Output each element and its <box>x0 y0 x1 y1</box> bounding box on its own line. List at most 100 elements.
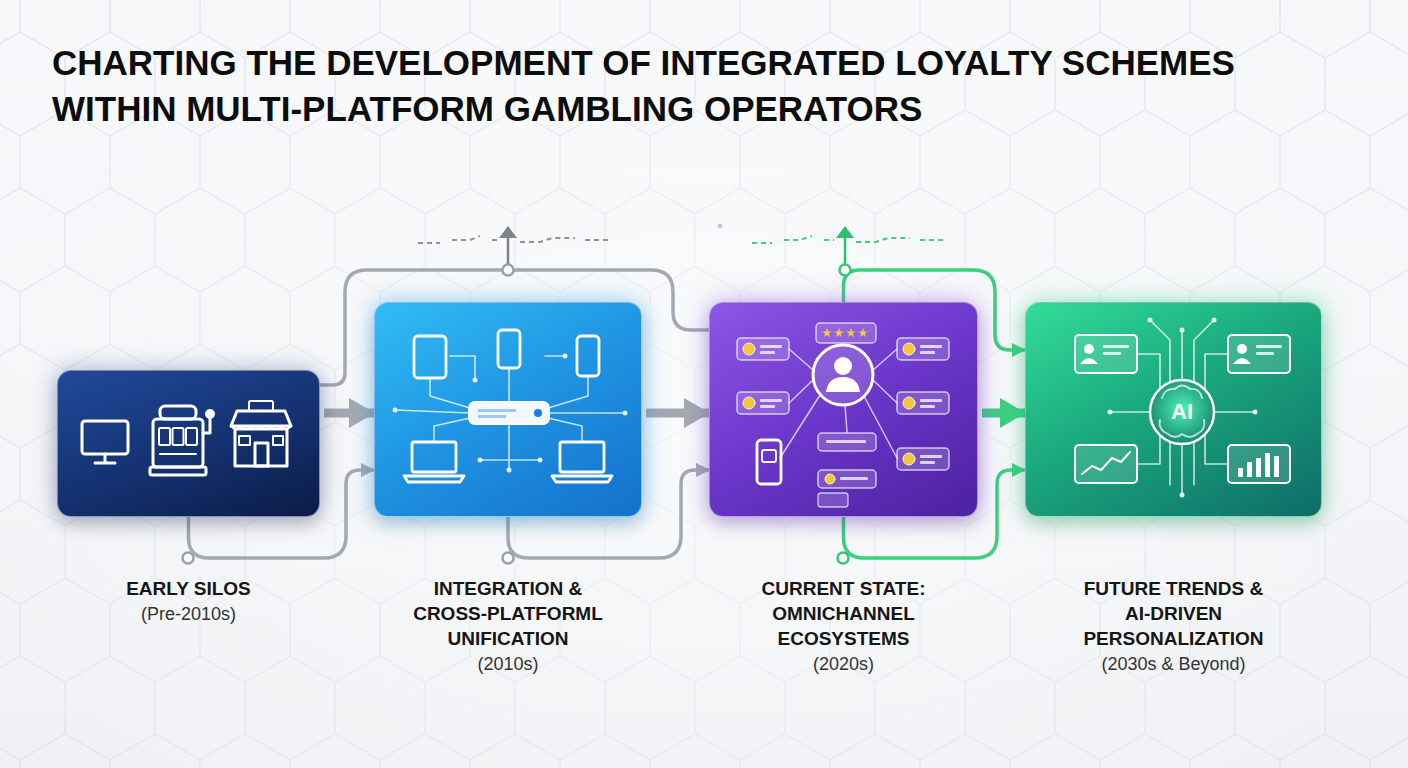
connector-dot <box>840 265 851 276</box>
device-network-icons <box>430 378 470 408</box>
silo-icons <box>82 401 291 475</box>
silo-icons <box>239 436 250 445</box>
device-network-icons <box>508 368 510 403</box>
ai-icons <box>1205 430 1228 464</box>
omnichannel-icons <box>858 328 868 337</box>
ai-icons <box>1103 352 1121 355</box>
ai-icons <box>1160 386 1205 438</box>
ai-icons <box>1265 453 1270 477</box>
omnichannel-icons <box>737 323 949 488</box>
ai-icons <box>1228 445 1290 483</box>
device-network-icons <box>393 354 628 473</box>
stage-caption: INTEGRATION & CROSS-PLATFORML UNIFICATIO… <box>402 576 614 677</box>
ai-icons <box>1137 354 1160 395</box>
connector-dot <box>503 553 514 564</box>
silo-icons <box>160 453 196 455</box>
silo-icons <box>160 406 196 419</box>
omnichannel-icons <box>818 433 876 451</box>
omnichannel-icons <box>903 343 915 355</box>
omnichannel-icons <box>897 392 949 414</box>
device-network-icons <box>395 356 625 470</box>
trend-indicator <box>856 238 946 242</box>
connector-dot <box>183 224 851 564</box>
omnichannel-icons <box>920 399 942 402</box>
device-network-icons <box>498 330 520 368</box>
omnichannel-icons <box>834 328 844 337</box>
device-network-icons <box>404 330 612 482</box>
stage-period: (Pre-2010s) <box>89 602 289 627</box>
omnichannel-icons <box>873 380 897 403</box>
omnichannel-icons <box>760 405 775 408</box>
omnichannel-icons <box>834 357 852 375</box>
silo-icons <box>82 421 128 454</box>
omnichannel-icons <box>826 377 860 392</box>
device-network-icons <box>548 376 588 408</box>
omnichannel-icons <box>743 343 915 484</box>
ai-icons <box>1256 352 1274 355</box>
ai-icons <box>1233 358 1251 364</box>
stage-caption: EARLY SILOS(Pre-2010s) <box>89 576 289 627</box>
device-network-icons <box>538 458 543 463</box>
stage-title: EARLY SILOS <box>89 576 289 601</box>
omnichannel-icons <box>760 345 942 480</box>
ai-icons <box>1205 354 1228 395</box>
omnichannel-icons <box>865 398 897 458</box>
silo-icons <box>150 467 206 475</box>
diagram-title: CHARTING THE DEVELOPMENT OF INTEGRATED L… <box>52 40 1352 132</box>
silo-icons <box>173 428 184 445</box>
ai-icons <box>1080 344 1282 477</box>
omnichannel-icons <box>816 323 876 343</box>
omnichannel-icons <box>737 392 789 414</box>
ai-icons <box>1075 445 1137 483</box>
flow-arrow <box>324 409 374 418</box>
omnichannel-icons <box>903 453 915 465</box>
ai-icons <box>1075 335 1290 483</box>
device-network-icons <box>552 476 612 482</box>
silo-icons <box>207 411 214 418</box>
omnichannel-icons <box>760 351 775 354</box>
ai-icons <box>1108 410 1113 415</box>
omnichannel-icons <box>903 397 915 409</box>
stage-box: INTEGRATION & CROSS-PLATFORML UNIFICATIO… <box>374 302 642 517</box>
device-network-icons <box>414 336 446 378</box>
omnichannel-icons <box>780 345 897 458</box>
ai-icons <box>1084 344 1094 354</box>
trend-indicator <box>844 236 847 268</box>
ai-icons <box>1253 410 1258 415</box>
device-network-icons <box>507 468 512 473</box>
omnichannel-icons <box>920 405 935 408</box>
silo-icons <box>249 401 273 411</box>
silo-icons <box>273 436 283 445</box>
device-network-icons <box>434 418 470 442</box>
trend-indicator <box>418 236 500 243</box>
device-network-icons <box>478 458 483 463</box>
device-network-icons <box>393 408 398 413</box>
device-network-icons <box>395 356 625 470</box>
stage-box: FUTURE TRENDS & AI-DRIVEN PERSONALIZATIO… <box>1025 302 1322 517</box>
omnichannel-icons <box>818 470 876 488</box>
ai-icons <box>1237 344 1247 354</box>
omnichannel-icons <box>743 343 755 355</box>
ai-icons <box>1137 430 1160 464</box>
ai-icons <box>1180 328 1185 333</box>
device-network-icons <box>412 442 456 472</box>
silo-icons <box>186 428 197 445</box>
omnichannel-icons <box>845 405 847 432</box>
omnichannel-icons <box>737 323 949 507</box>
omnichannel-icons <box>873 349 897 370</box>
trend-indicator <box>418 226 946 268</box>
omnichannel-icons <box>743 397 755 409</box>
flow-arrow <box>982 409 1025 418</box>
trend-indicator <box>499 226 517 238</box>
omnichannel-icons <box>920 455 942 458</box>
silo-icons <box>153 419 203 467</box>
silo-icons <box>203 418 210 433</box>
ai-icons <box>1247 462 1252 477</box>
ai-icons <box>1274 456 1279 477</box>
device-network-icons <box>478 415 506 418</box>
omnichannel-icons <box>737 338 789 360</box>
stage-caption: FUTURE TRENDS & AI-DRIVEN PERSONALIZATIO… <box>1074 576 1274 677</box>
omnichannel-icons <box>818 493 848 507</box>
trend-indicator <box>752 236 834 243</box>
